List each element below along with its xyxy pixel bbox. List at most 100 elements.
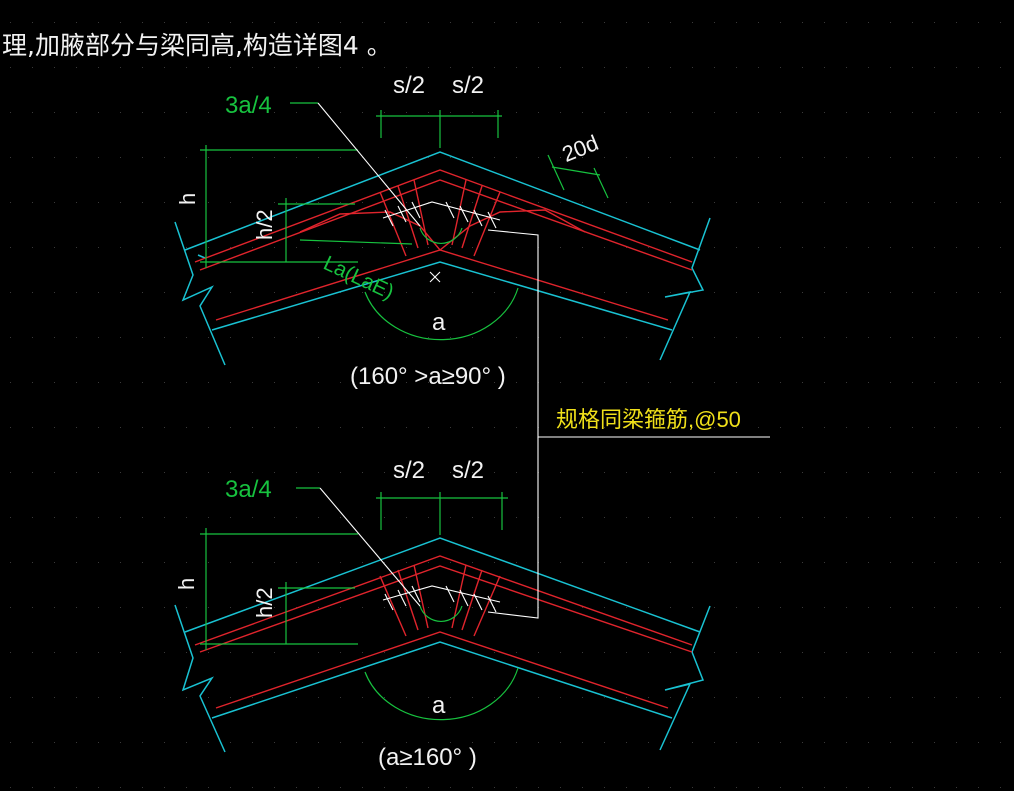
grid-dot: [450, 697, 451, 698]
grid-dot: [54, 202, 55, 203]
grid-dot: [98, 427, 99, 428]
grid-dot: [142, 247, 143, 248]
grid-dot: [714, 607, 715, 608]
grid-dot: [296, 157, 297, 158]
grid-dot: [582, 157, 583, 158]
grid-dot: [98, 562, 99, 563]
grid-dot: [560, 247, 561, 248]
grid-dot: [582, 742, 583, 743]
grid-dot: [340, 472, 341, 473]
grid-dot: [802, 247, 803, 248]
grid-dot: [780, 472, 781, 473]
grid-dot: [54, 787, 55, 788]
bottom-rebar: [194, 555, 693, 709]
grid-dot: [10, 202, 11, 203]
bottom-angle-range: (a≥160° ): [378, 744, 477, 771]
grid-dot: [868, 472, 869, 473]
grid-dot: [582, 427, 583, 428]
grid-dot: [340, 607, 341, 608]
grid-dot: [890, 382, 891, 383]
grid-dot: [648, 562, 649, 563]
grid-dot: [934, 67, 935, 68]
grid-dot: [824, 22, 825, 23]
grid-dot: [890, 652, 891, 653]
grid-dot: [692, 337, 693, 338]
grid-dot: [296, 517, 297, 518]
grid-dot: [648, 652, 649, 653]
grid-dot: [604, 472, 605, 473]
grid-dot: [560, 517, 561, 518]
grid-dot: [582, 202, 583, 203]
grid-dot: [758, 427, 759, 428]
grid-dot: [802, 607, 803, 608]
grid-dot: [868, 382, 869, 383]
grid-dot: [472, 562, 473, 563]
grid-dot: [296, 562, 297, 563]
grid-dot: [428, 382, 429, 383]
grid-dot: [934, 697, 935, 698]
grid-dot: [274, 517, 275, 518]
top-beam-edges: [174, 151, 711, 366]
grid-dot: [76, 517, 77, 518]
grid-dot: [670, 787, 671, 788]
grid-dot: [912, 382, 913, 383]
grid-dot: [472, 112, 473, 113]
grid-dot: [428, 112, 429, 113]
grid-dot: [384, 247, 385, 248]
grid-dot: [626, 562, 627, 563]
grid-dot: [208, 472, 209, 473]
grid-dot: [648, 472, 649, 473]
top-dim-left-label: s/2: [393, 72, 425, 99]
grid-dot: [252, 247, 253, 248]
top-angle-symbol: a: [432, 309, 446, 336]
grid-dot: [252, 67, 253, 68]
grid-dot: [692, 607, 693, 608]
grid-dot: [10, 742, 11, 743]
grid-dot: [802, 292, 803, 293]
grid-dot: [538, 742, 539, 743]
grid-dot: [692, 472, 693, 473]
grid-dot: [252, 112, 253, 113]
grid-dot: [252, 787, 253, 788]
grid-dot: [32, 652, 33, 653]
grid-dot: [494, 742, 495, 743]
grid-dot: [428, 157, 429, 158]
grid-dot: [340, 652, 341, 653]
grid-dot: [978, 607, 979, 608]
grid-dot: [384, 472, 385, 473]
grid-dot: [450, 157, 451, 158]
grid-dot: [142, 382, 143, 383]
grid-dot: [54, 22, 55, 23]
grid-dot: [208, 22, 209, 23]
header-note: 理,加腋部分与梁同高,构造详图4 。: [2, 31, 392, 60]
grid-dot: [296, 427, 297, 428]
grid-dot: [978, 472, 979, 473]
grid-dot: [32, 697, 33, 698]
grid-dot: [912, 337, 913, 338]
grid-dot: [296, 382, 297, 383]
grid-dot: [120, 67, 121, 68]
grid-dot: [978, 337, 979, 338]
grid-dot: [406, 112, 407, 113]
grid-dot: [582, 337, 583, 338]
grid-dot: [758, 382, 759, 383]
grid-dot: [802, 697, 803, 698]
grid-dot: [340, 697, 341, 698]
grid-dot: [956, 652, 957, 653]
grid-dot: [340, 742, 341, 743]
grid-dot: [582, 562, 583, 563]
grid-dot: [252, 337, 253, 338]
grid-dot: [934, 472, 935, 473]
grid-dot: [692, 517, 693, 518]
grid-dot: [98, 157, 99, 158]
grid-dot: [934, 247, 935, 248]
grid-dot: [912, 472, 913, 473]
grid-dot: [956, 157, 957, 158]
grid-dot: [142, 787, 143, 788]
grid-dot: [406, 427, 407, 428]
grid-dot: [406, 67, 407, 68]
grid-dot: [714, 67, 715, 68]
grid-dot: [758, 247, 759, 248]
grid-dot: [362, 292, 363, 293]
